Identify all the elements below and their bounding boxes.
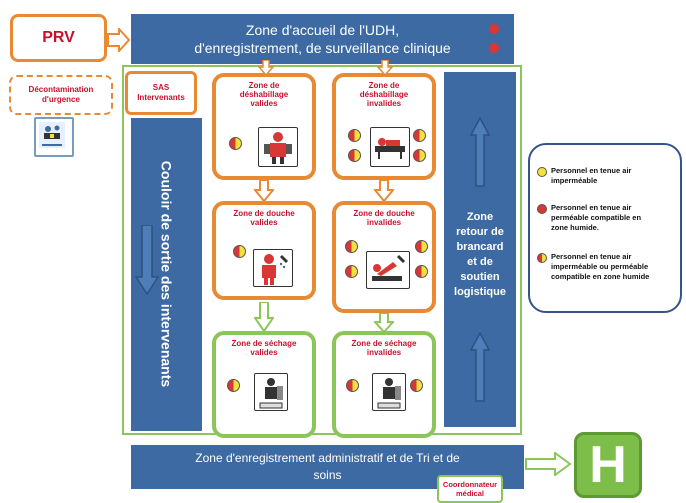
top-zone: Zone d'accueil de l'UDH, d'enregistremen… xyxy=(131,14,514,64)
hospital-letter: H xyxy=(589,436,627,494)
staff-dot-half xyxy=(415,240,428,253)
legend-dot-half xyxy=(537,253,547,263)
coordinator-label: Coordonnateur médical xyxy=(442,480,498,498)
zone-dry-valid-title: Zone de séchage valides xyxy=(231,339,297,358)
top-dot-1 xyxy=(489,24,499,34)
legend-box: Personnel en tenue air imperméable Perso… xyxy=(528,143,682,313)
left-corridor-arrow xyxy=(135,225,159,295)
right-zone-label: Zone retour de brancard et de soutien lo… xyxy=(454,211,506,298)
legend-item-red: Personnel en tenue air perméable compati… xyxy=(537,203,677,233)
dry-stretcher-icon xyxy=(372,373,406,411)
staff-dot-half xyxy=(413,129,426,142)
staff-dot-half xyxy=(348,149,361,162)
zone-undress-invalid-title: Zone de déshabillage invalides xyxy=(359,81,409,109)
arrow-shower-to-dry-invalid xyxy=(374,313,394,333)
arrow-undress-to-shower-valid xyxy=(254,180,274,202)
staff-dot-half xyxy=(346,379,359,392)
right-zone-label-wrap: Zone retour de brancard et de soutien lo… xyxy=(444,190,516,320)
staff-dot-half xyxy=(233,245,246,258)
zone-shower-valid: Zone de douche valides xyxy=(212,201,316,300)
decontamination-label: Décontamination d'urgence xyxy=(28,85,94,104)
top-zone-label: Zone d'accueil de l'UDH, d'enregistremen… xyxy=(194,21,451,56)
staff-dot-half xyxy=(415,265,428,278)
dry-person-icon xyxy=(254,373,288,411)
zone-shower-invalid: Zone de douche invalides xyxy=(332,201,436,313)
decontamination-icon xyxy=(34,117,74,157)
zone-dry-invalid: Zone de séchage invalides xyxy=(332,331,436,438)
legend-text-half: Personnel en tenue air imperméable ou pe… xyxy=(551,252,650,282)
zone-dry-valid: Zone de séchage valides xyxy=(212,331,316,438)
shower-person-icon xyxy=(253,249,293,287)
right-up-arrow-bottom xyxy=(470,332,490,402)
zone-undress-invalid: Zone de déshabillage invalides xyxy=(332,73,436,180)
legend-item-half: Personnel en tenue air imperméable ou pe… xyxy=(537,252,677,282)
coordinator-box: Coordonnateur médical xyxy=(437,475,503,503)
legend-text-yellow: Personnel en tenue air imperméable xyxy=(551,166,632,186)
shower-stretcher-icon xyxy=(366,251,410,289)
sas-box: SAS Intervenants xyxy=(125,71,197,115)
zone-undress-valid: Zone de déshabillage valides xyxy=(212,73,316,180)
arrow-shower-to-dry-valid xyxy=(254,302,274,332)
sas-label: SAS Intervenants xyxy=(137,83,185,102)
legend-dot-yellow xyxy=(537,167,547,177)
legend-dot-red xyxy=(537,204,547,214)
staff-dot-half xyxy=(229,137,242,150)
bottom-zone-label: Zone d'enregistrement administratif et d… xyxy=(195,450,460,482)
zone-shower-invalid-title: Zone de douche invalides xyxy=(353,209,415,228)
right-up-arrow-top xyxy=(470,117,490,187)
arrow-top-to-undress-invalid xyxy=(377,60,393,76)
undress-person-icon xyxy=(258,127,298,167)
outer-frame xyxy=(122,65,522,435)
arrow-to-hospital xyxy=(525,452,571,476)
staff-dot-half xyxy=(345,265,358,278)
staff-dot-half xyxy=(227,379,240,392)
arrow-undress-to-shower-invalid xyxy=(374,180,394,202)
arrow-top-to-undress-valid xyxy=(258,60,274,76)
staff-dot-half xyxy=(345,240,358,253)
zone-dry-invalid-title: Zone de séchage invalides xyxy=(351,339,417,358)
staff-dot-half xyxy=(348,129,361,142)
hospital-icon: H xyxy=(574,432,642,498)
legend-text-red: Personnel en tenue air perméable compati… xyxy=(551,203,642,233)
top-dot-2 xyxy=(489,43,499,53)
zone-undress-valid-title: Zone de déshabillage valides xyxy=(239,81,289,109)
prv-box: PRV xyxy=(10,14,107,62)
staff-dot-half xyxy=(410,379,423,392)
prv-label: PRV xyxy=(42,29,75,46)
stretcher-icon xyxy=(370,127,410,167)
prv-arrow xyxy=(107,28,131,52)
legend-item-yellow: Personnel en tenue air imperméable xyxy=(537,166,677,186)
zone-shower-valid-title: Zone de douche valides xyxy=(233,209,295,228)
staff-dot-half xyxy=(413,149,426,162)
decontamination-box: Décontamination d'urgence xyxy=(9,75,113,115)
